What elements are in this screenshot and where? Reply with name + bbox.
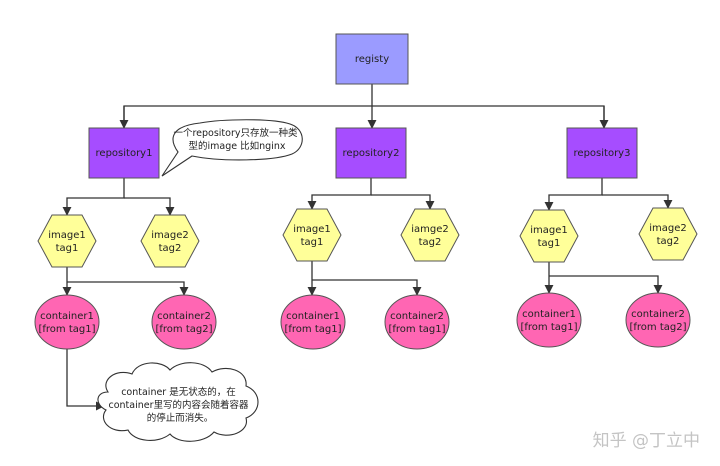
image-node: image2 tag2: [638, 207, 698, 261]
connector-line: [549, 275, 663, 294]
connector-line: [67, 281, 189, 296]
cloud-line: container 是无状态的，在: [121, 386, 236, 398]
image-hexagon: [140, 214, 200, 268]
image-tag: tag2: [159, 243, 182, 254]
container-ellipse: [151, 294, 217, 350]
repository-node-2: repository2: [335, 127, 407, 179]
container-node: container2 [from tag1]: [384, 294, 450, 350]
watermark: 知乎 @丁立中: [593, 431, 700, 451]
image-name: image1: [48, 230, 86, 241]
image-tag: tag2: [419, 237, 442, 248]
svg-text:container2[from tag2]: container2 [from tag2]: [629, 309, 686, 333]
svg-text:container1[from tag1]: container1 [from tag1]: [38, 311, 95, 335]
repository-note-callout: 一个repository只存放一种类 型的image 比如nginx: [161, 119, 303, 177]
container-source: [from tag1]: [520, 322, 577, 333]
container-note-cloud: container 是无状态的，在 container里写的内容会随着容器 的停…: [97, 362, 259, 442]
image-node: image1 tag1: [37, 214, 97, 268]
image-hexagon: [638, 207, 698, 261]
registry-box: [335, 33, 409, 85]
image-tag: tag2: [657, 236, 680, 247]
container-node: container1 [from tag1]: [34, 294, 100, 350]
repository-box: [566, 127, 638, 179]
image-name: iamge2: [411, 224, 449, 235]
container-ellipse: [384, 294, 450, 350]
svg-text:container2[from tag1]: container2 [from tag1]: [388, 311, 445, 335]
image-node: image2 tag2: [140, 214, 200, 268]
container-name: container1: [40, 311, 94, 322]
connector-line: [66, 349, 105, 411]
container-node: container1 [from tag1]: [280, 294, 346, 350]
svg-text:container1[from tag1]: container1 [from tag1]: [284, 311, 341, 335]
connector-line: [602, 194, 673, 209]
connector-line: [371, 194, 435, 210]
container-name: container1: [286, 311, 340, 322]
connector-line: [544, 178, 603, 211]
image-name: image1: [293, 224, 331, 235]
container-ellipse: [625, 292, 691, 348]
container-ellipse: [280, 294, 346, 350]
container-node: container2 [from tag2]: [625, 292, 691, 348]
svg-text:container2[from tag2]: container2 [from tag2]: [155, 311, 212, 335]
image-tag: tag1: [301, 237, 324, 248]
repository-box: [88, 127, 160, 179]
container-source: [from tag1]: [284, 324, 341, 335]
image-node: iamge2 tag2: [400, 208, 460, 262]
container-node: container2 [from tag2]: [151, 294, 217, 350]
registry-node: registy: [335, 33, 409, 85]
image-name: image2: [649, 223, 687, 234]
repository-node-1: repository1: [88, 127, 160, 179]
image-node: image1 tag1: [282, 208, 342, 262]
cloud-line: container里写的内容会随着容器: [108, 399, 249, 411]
svg-text:container1[from tag1]: container1 [from tag1]: [520, 309, 577, 333]
svg-text:一个repository只存放一种类 型的ima: 一个repository只存放一种类 型的image 比如nginx: [173, 127, 300, 152]
registry-label: registy: [355, 54, 389, 65]
image-name: image1: [530, 225, 568, 236]
connectors: [62, 84, 673, 411]
container-ellipse: [34, 294, 100, 350]
image-hexagon: [282, 208, 342, 262]
connector-line: [307, 178, 372, 210]
container-name: container2: [157, 311, 211, 322]
image-tag: tag1: [56, 243, 79, 254]
repository-label: repository1: [96, 148, 153, 159]
container-source: [from tag2]: [155, 324, 212, 335]
container-name: container2: [390, 311, 444, 322]
container-name: container1: [522, 309, 576, 320]
image-name: image2: [151, 230, 189, 241]
cloud-line: 的停止而消失。: [147, 412, 214, 424]
image-tag: tag1: [538, 238, 561, 249]
image-hexagon: [519, 209, 579, 263]
svg-text:container 是无状态的，在 contai: container 是无状态的，在 container里写的内容会随着容器 的停…: [108, 386, 251, 424]
connector-line: [62, 178, 125, 216]
container-ellipse: [516, 292, 582, 348]
container-source: [from tag1]: [38, 324, 95, 335]
connector-line: [312, 279, 422, 296]
repository-node-3: repository3: [566, 127, 638, 179]
cloud-shape: [97, 362, 259, 442]
container-source: [from tag2]: [629, 322, 686, 333]
image-node: image1 tag1: [519, 209, 579, 263]
image-hexagon: [37, 214, 97, 268]
callout-bubble: [161, 119, 303, 177]
repository-label: repository2: [343, 148, 400, 159]
callout-line: 一个repository只存放一种类: [173, 127, 298, 139]
container-node: container1 [from tag1]: [516, 292, 582, 348]
container-name: container2: [631, 309, 685, 320]
callout-line: 型的image 比如nginx: [189, 140, 286, 152]
connector-line: [124, 197, 175, 216]
repository-label: repository3: [574, 148, 631, 159]
container-source: [from tag1]: [388, 324, 445, 335]
image-hexagon: [400, 208, 460, 262]
repository-box: [335, 127, 407, 179]
